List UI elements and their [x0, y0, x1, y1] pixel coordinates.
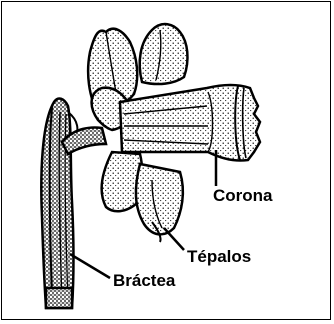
bract — [41, 99, 77, 308]
label-bractea: Bráctea — [113, 272, 175, 289]
diagram-frame: Corona Tépalos Bráctea — [1, 1, 331, 320]
label-corona: Corona — [213, 187, 273, 204]
corona-trumpet — [120, 85, 260, 161]
leader-tepalos — [164, 228, 184, 250]
leader-bractea — [70, 254, 110, 278]
label-tepalos: Tépalos — [187, 248, 251, 265]
tepals-lower — [102, 152, 183, 242]
